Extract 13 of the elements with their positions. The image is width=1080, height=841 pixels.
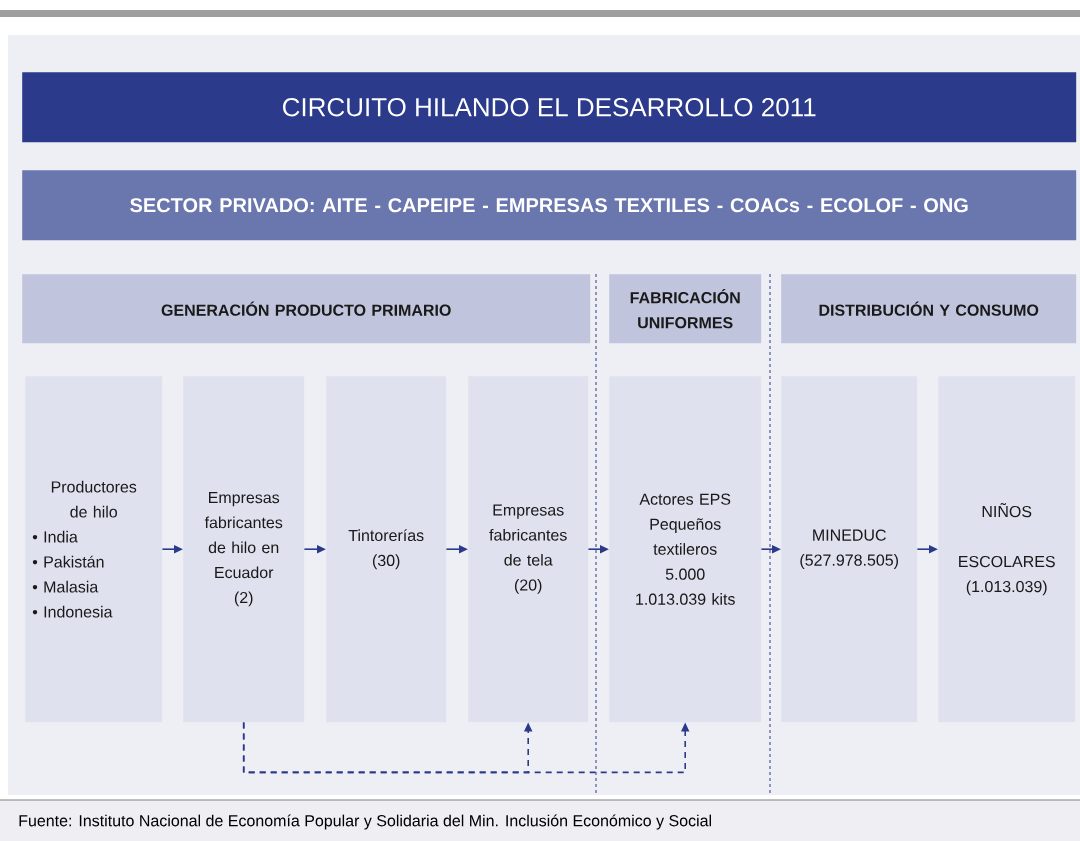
stage-header: FABRICACIÓN UNIFORMES — [609, 274, 762, 344]
stage-header: GENERACIÓN PRODUCTO PRIMARIO — [22, 274, 591, 344]
process-box: MINEDUC (527.978.505) — [781, 376, 918, 723]
process-box: Empresas fabricantes de hilo en Ecuador (2) — [183, 376, 305, 723]
process-box: Productores de hilo • India • Pakistán • Malasia • Indonesia — [25, 376, 163, 723]
process-box: Empresas fabricantes de tela (20) — [468, 376, 589, 723]
process-box: Actores EPS Pequeños textileros 5.000 1.013.039 kits — [609, 376, 762, 723]
caption: Fuente: Instituto Nacional de Economía Popular y Solidaria del Min. Inclusión Económico y Social — [0, 799, 1080, 841]
process-box: NIÑOS ESCOLARES (1.013.039) — [938, 376, 1076, 723]
process-box: Tintorerías (30) — [326, 376, 447, 723]
stage-header: DISTRIBUCIÓN Y CONSUMO — [781, 274, 1077, 344]
sector-band: SECTOR PRIVADO: AITE - CAPEIPE - EMPRESAS TEXTILES - COACs - ECOLOF - ONG — [22, 170, 1077, 241]
title-band: CIRCUITO HILANDO EL DESARROLLO 2011 — [22, 72, 1077, 143]
